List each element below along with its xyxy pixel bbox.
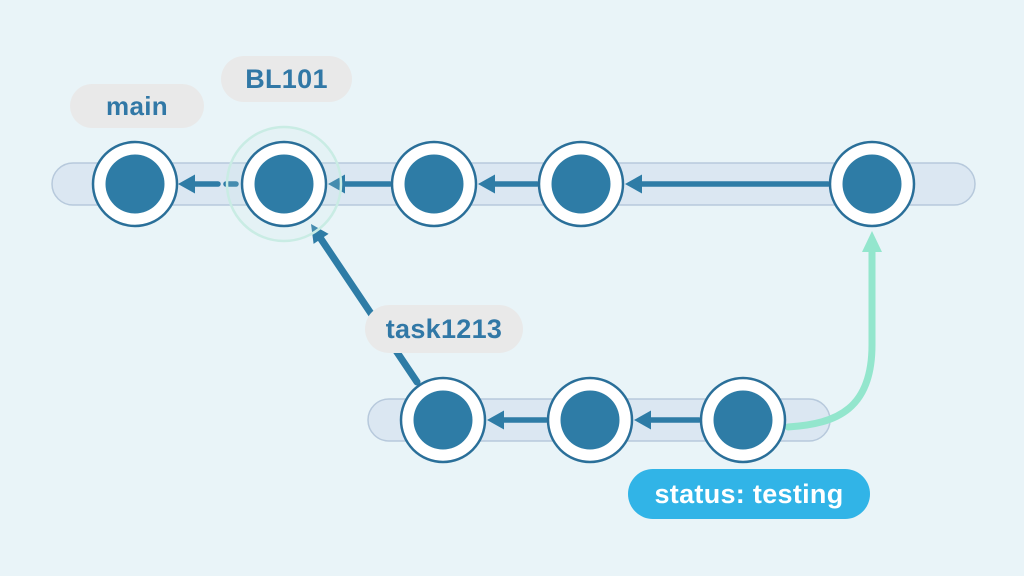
main-arrow-3	[478, 174, 540, 194]
task-arrow-1	[487, 410, 549, 430]
commit-node-task-3	[699, 376, 787, 464]
commit-node-task-1	[399, 376, 487, 464]
commit-node-main-2	[240, 140, 328, 228]
commit-node-task-2	[546, 376, 634, 464]
commit-node-main-1	[91, 140, 179, 228]
commit-node-main-4	[537, 140, 625, 228]
status-badge: status: testing	[628, 469, 870, 519]
task-arrow-2	[634, 410, 702, 430]
commit-node-main-3	[390, 140, 478, 228]
tag-label-bl101: BL101	[221, 56, 352, 102]
branch-origin-arrow	[311, 224, 421, 386]
branch-label-task1213: task1213	[365, 305, 523, 353]
branch-label-main: main	[70, 84, 204, 128]
commit-node-main-5	[828, 140, 916, 228]
merge-curve-arrow	[784, 231, 882, 431]
main-arrow-4	[625, 174, 831, 194]
